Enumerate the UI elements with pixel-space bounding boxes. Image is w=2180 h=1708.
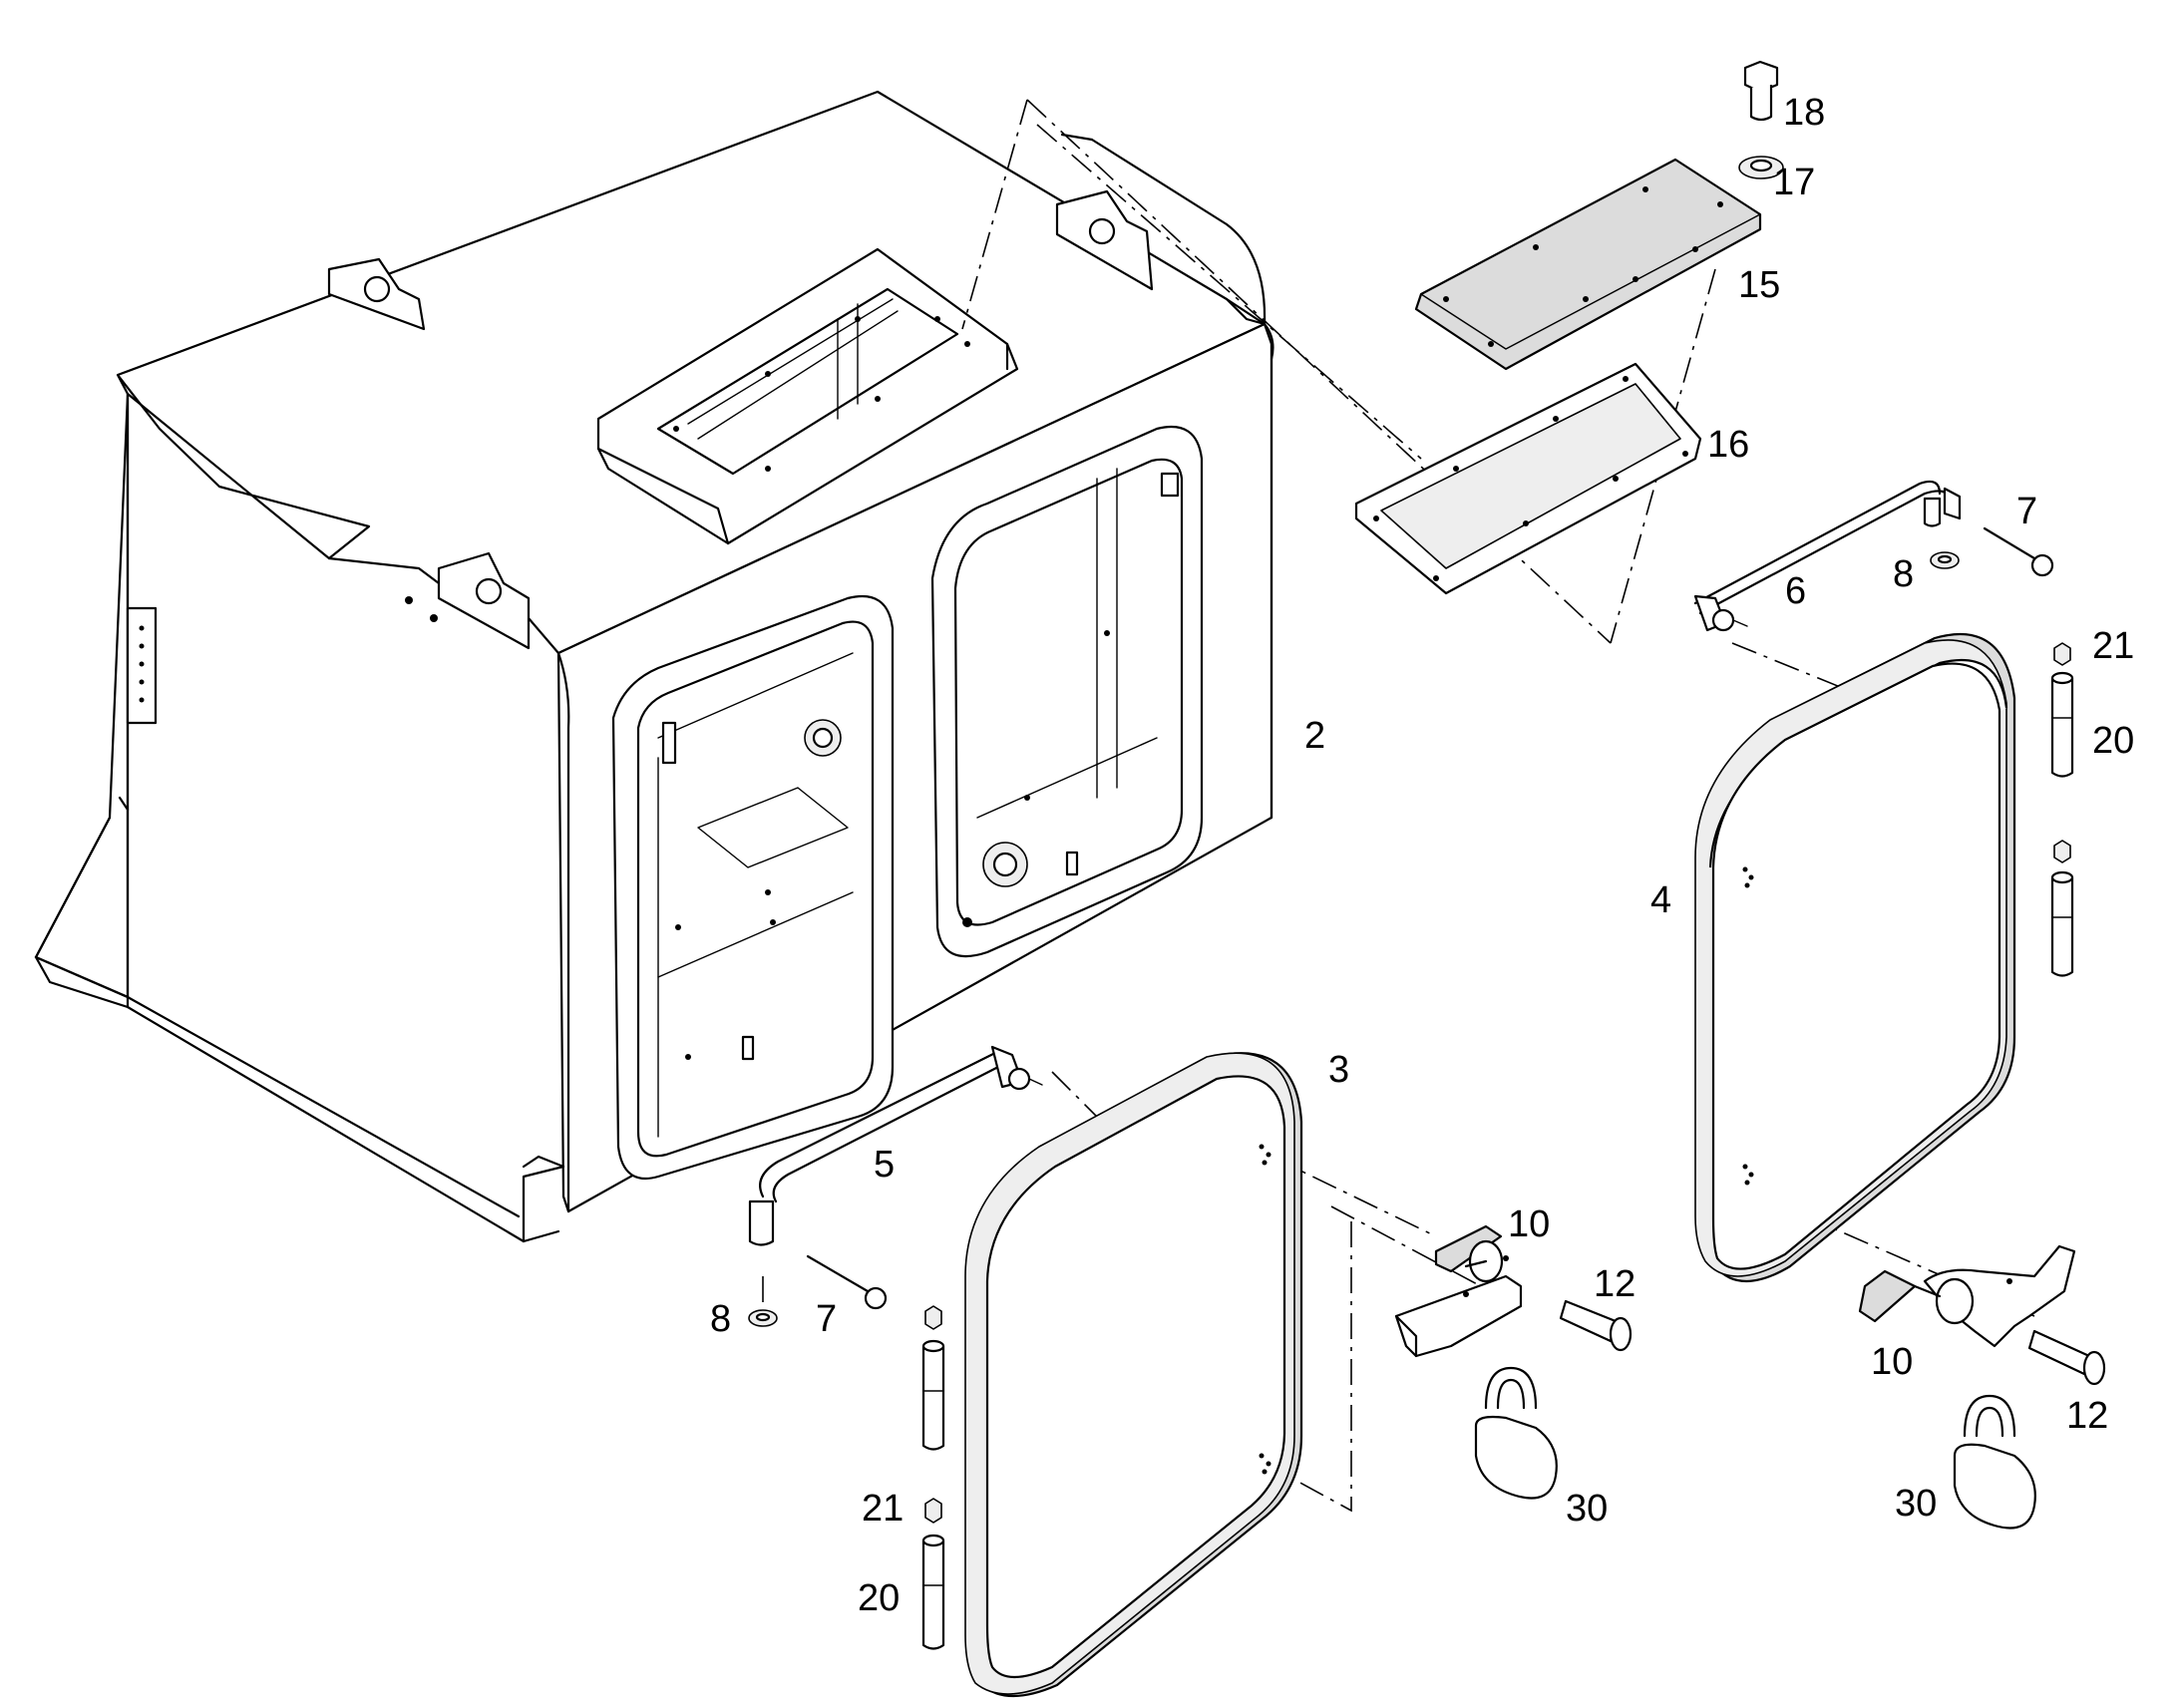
callout-labels: 2 3 4 5 6 7 7 8 8 10 10 12 12 15 16 17 1… <box>710 92 2134 1619</box>
washer-part-8-right <box>1930 551 1960 569</box>
callout-12-right: 12 <box>2066 1395 2108 1437</box>
callout-10-right: 10 <box>1871 1341 1913 1383</box>
pin-part-7-left <box>806 1254 888 1310</box>
hinge-rod-part-5 <box>748 1045 1043 1246</box>
housing-part-2 <box>34 90 1274 1243</box>
stud-part-20-left-upper <box>921 1339 945 1451</box>
callout-3: 3 <box>1328 1049 1349 1091</box>
pin-part-7-right <box>1983 526 2054 577</box>
callout-5: 5 <box>874 1144 895 1186</box>
nut-part-21-left-upper <box>924 1305 942 1330</box>
callout-7-left: 7 <box>816 1298 837 1340</box>
callout-15: 15 <box>1738 264 1780 306</box>
callout-16: 16 <box>1707 424 1749 466</box>
hinge-rod-part-6 <box>1693 480 1962 632</box>
callout-8-right: 8 <box>1893 553 1914 595</box>
callout-4: 4 <box>1650 879 1671 921</box>
door-part-4 <box>1694 633 2016 1283</box>
callout-18: 18 <box>1783 92 1825 134</box>
latch-part-10-left <box>1394 1224 1523 1358</box>
nut-part-21-right-upper <box>2053 642 2071 666</box>
gasket-part-16 <box>1354 362 1702 595</box>
callout-2: 2 <box>1304 715 1325 757</box>
callout-21-left: 21 <box>862 1488 904 1530</box>
callout-8-left: 8 <box>710 1298 731 1340</box>
stud-part-20-left-lower <box>921 1534 945 1650</box>
padlock-part-30-left <box>1474 1366 1558 1500</box>
stud-part-20-right-lower <box>2050 870 2074 977</box>
callout-17: 17 <box>1773 162 1815 203</box>
latch-part-10-right <box>1858 1244 2076 1348</box>
callout-21-right: 21 <box>2092 625 2134 667</box>
nut-part-21-right-lower <box>2053 840 2071 863</box>
padlock-part-30-right <box>1953 1394 2036 1530</box>
nut-part-21-left-lower <box>924 1498 942 1524</box>
washer-part-17 <box>1738 156 1784 179</box>
bolt-part-18 <box>1743 60 1779 122</box>
screw-part-12-left <box>1559 1299 1633 1352</box>
callout-12-left: 12 <box>1594 1263 1635 1305</box>
callout-6: 6 <box>1785 570 1806 612</box>
cover-plate-part-15 <box>1414 158 1762 371</box>
washer-part-8-left <box>748 1309 778 1327</box>
callout-30-left: 30 <box>1566 1488 1608 1530</box>
screw-part-12-right <box>2027 1329 2106 1386</box>
callout-10-left: 10 <box>1508 1203 1550 1245</box>
callout-7-right: 7 <box>2016 491 2037 532</box>
stud-part-20-right-upper <box>2050 671 2074 778</box>
callout-20-left: 20 <box>858 1577 900 1619</box>
callout-20-right: 20 <box>2092 720 2134 762</box>
callout-30-right: 30 <box>1895 1483 1937 1525</box>
door-part-3 <box>964 1052 1303 1698</box>
